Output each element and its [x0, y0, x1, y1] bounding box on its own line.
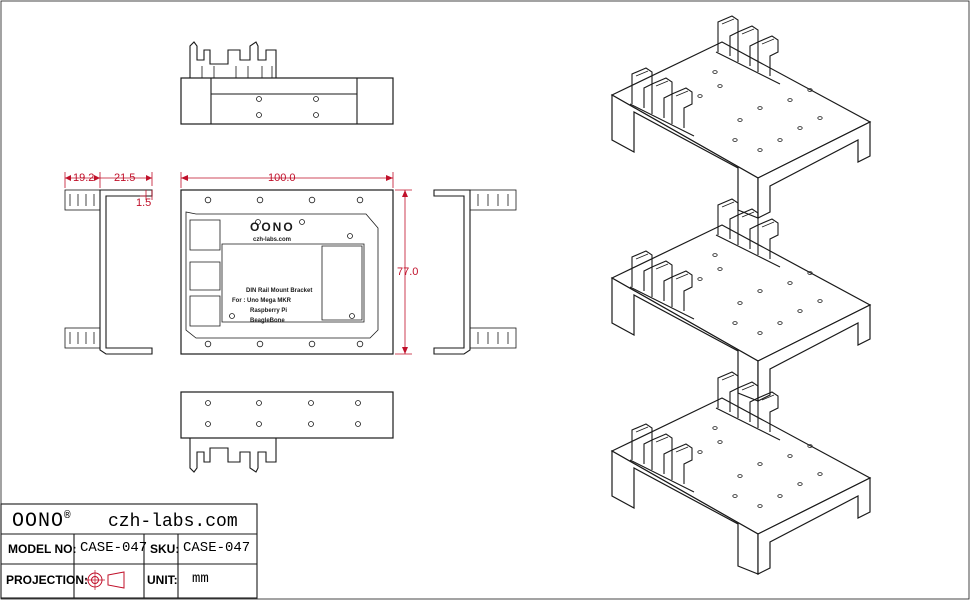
iso-view-1: [610, 15, 872, 219]
brand-website: czh-labs.com: [108, 512, 238, 532]
dim-side-gap: 1.5: [136, 197, 151, 209]
brand-name: OONO®: [12, 510, 72, 533]
model-value: CASE-047: [80, 540, 148, 556]
plan-view: OONO czh-labs.com DIN Rail Mount Bracket…: [180, 189, 394, 355]
bottom-elevation-view: [180, 391, 394, 473]
board-line1: DIN Rail Mount Bracket: [246, 288, 312, 294]
top-elevation-view: [180, 41, 394, 125]
sku-value: CASE-047: [183, 540, 251, 556]
sku-label: SKU:: [150, 542, 180, 556]
dimension-lines: [64, 172, 412, 355]
brand-text: OONO: [12, 510, 65, 533]
unit-value: mm: [192, 571, 209, 587]
board-site: czh-labs.com: [253, 237, 291, 243]
right-side-view: [433, 189, 517, 355]
projection-symbol-icon: [84, 569, 130, 596]
projection-label: PROJECTION:: [6, 573, 89, 587]
left-side-view: [64, 189, 153, 355]
unit-label: UNIT:: [147, 573, 178, 587]
dim-top-width: 100.0: [268, 172, 296, 184]
registered-mark: ®: [64, 510, 72, 523]
board-line4: BeagleBone: [250, 318, 285, 324]
iso-view-2: [610, 198, 872, 402]
dim-side-width-a: 19.2: [73, 172, 94, 184]
board-logo: OONO: [250, 220, 295, 234]
dim-height: 77.0: [397, 266, 418, 278]
model-label: MODEL NO:: [8, 542, 77, 556]
board-line2: For : Uno Mega MKR: [232, 298, 292, 304]
dim-side-width-b: 21.5: [114, 172, 135, 184]
title-block-grid: [0, 503, 258, 599]
iso-view-3: [610, 371, 872, 575]
board-line3: Raspberry Pi: [250, 308, 287, 314]
